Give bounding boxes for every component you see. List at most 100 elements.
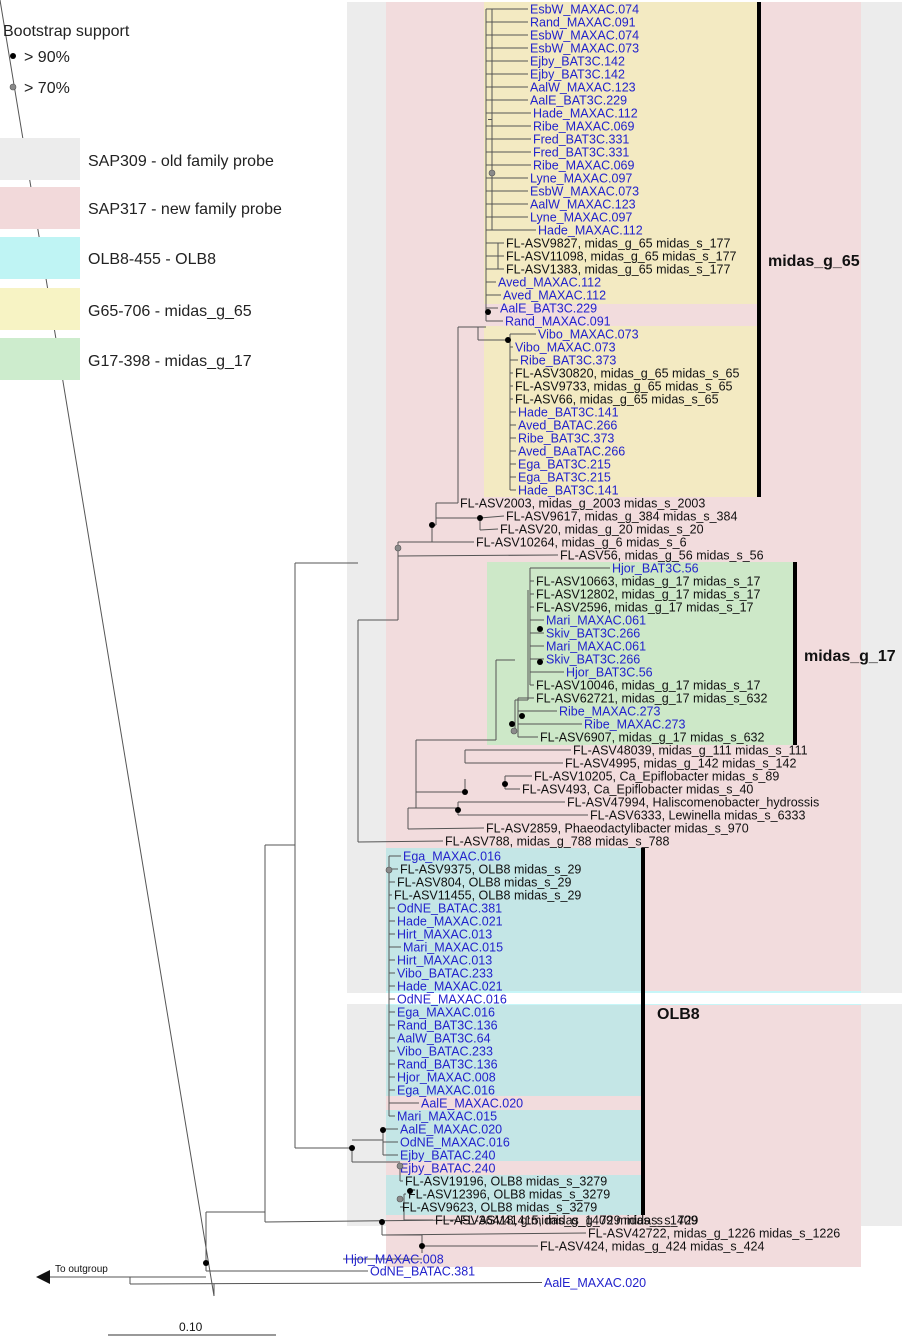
isolate-tip-label: Vibo_BATAC.233 [397, 967, 493, 981]
isolate-tip-label: Hjor_MAXAC.008 [397, 1071, 496, 1085]
isolate-tip-label: Hjor_BAT3C.56 [566, 666, 653, 680]
bootstrap-90-node [502, 781, 508, 787]
isolate-tip-label: Mari_MAXAC.015 [403, 941, 503, 955]
isolate-tip-label: AalW_BAT3C.64 [397, 1032, 491, 1046]
bootstrap-90-node [379, 1219, 385, 1225]
tree-branch [479, 528, 499, 531]
isolate-tip-label: Skiv_BAT3C.266 [546, 627, 640, 641]
legend-swatch-sap317 [0, 187, 80, 229]
isolate-tip-label: Mari_MAXAC.015 [397, 1110, 497, 1124]
isolate-tip-label: Skiv_BAT3C.266 [546, 653, 640, 667]
asv-tip-label: FL-ASV2003, midas_g_2003 midas_s_2003 [460, 497, 705, 511]
asv-tip-label: FL-ASV30820, midas_g_65 midas_s_65 [515, 367, 739, 381]
asv-tip-label: FL-ASV20, midas_g_20 midas_s_20 [500, 523, 704, 537]
bootstrap-90-node [519, 713, 525, 719]
isolate-tip-label: Ejby_BAT3C.142 [530, 55, 625, 69]
isolate-tip-label: AalE_BAT3C.229 [500, 302, 597, 316]
bootstrap-90-node [462, 789, 468, 795]
legend: Bootstrap support > 90% > 70% SAP309 - o… [0, 23, 282, 380]
bootstrap-90-node [203, 1260, 209, 1266]
bootstrap-70-node [396, 1195, 404, 1203]
legend-swatch-sap309 [0, 138, 80, 180]
isolate-tip-label: Ribe_MAXAC.069 [533, 120, 634, 134]
asv-tip-label: FL-ASV2596, midas_g_17 midas_s_17 [536, 601, 754, 615]
isolate-tip-label: Aved_BATAC.266 [518, 419, 617, 433]
bootstrap-90-node [349, 1145, 355, 1151]
bootstrap-90-node [505, 337, 511, 343]
tree-branches [0, 0, 610, 1297]
asv-tip-label: FL-ASV9827, midas_g_65 midas_s_177 [506, 237, 730, 251]
clade-label-g17: midas_g_17 [804, 648, 896, 665]
g65-band [484, 2, 759, 497]
isolate-tip-label: Ega_MAXAC.016 [397, 1006, 495, 1020]
isolate-tip-label: Ega_BAT3C.215 [518, 458, 611, 472]
isolate-tip-label: Ega_BAT3C.215 [518, 471, 611, 485]
isolate-tip-label: Rand_MAXAC.091 [505, 315, 611, 329]
bootstrap-70-node [510, 727, 518, 735]
asv-tip-label: FL-ASV788, midas_g_788 midas_s_788 [445, 835, 669, 849]
isolate-tip-label: Ribe_MAXAC.273 [584, 718, 685, 732]
tree-branch [407, 827, 485, 830]
isolate-tip-label: Hade_MAXAC.112 [538, 224, 643, 238]
tree-branch [479, 515, 505, 519]
asv-tip-label: FL-ASV6333, Lewinella midas_s_6333 [590, 809, 805, 823]
isolate-tip-label: AalE_MAXAC.020 [400, 1123, 502, 1137]
isolate-tip-label: Rand_BAT3C.136 [397, 1058, 498, 1072]
isolate-tip-label: Hade_BAT3C.141 [518, 406, 619, 420]
legend-label-sap317: SAP317 - new family probe [88, 201, 282, 218]
isolate-tip-label: Ega_MAXAC.016 [397, 1084, 495, 1098]
isolate-tip-label: Hjor_BAT3C.56 [612, 562, 699, 576]
legend-swatch-g17 [0, 338, 80, 380]
bootstrap-90-node [537, 626, 543, 632]
isolate-tip-label: Ribe_MAXAC.069 [533, 159, 634, 173]
scale-bar-label: 0.10 [179, 1320, 203, 1334]
olb8-gap-band-2 [386, 1161, 641, 1175]
isolate-tip-label: Ejby_BATAC.240 [400, 1149, 495, 1163]
isolate-tip-label: AalE_MAXAC.020 [421, 1097, 523, 1111]
isolate-tip-label: EsbW_MAXAC.073 [530, 185, 639, 199]
isolate-tip-label: Hade_MAXAC.021 [397, 915, 503, 929]
tree-branch [357, 840, 444, 843]
isolate-tip-label: Hade_BAT3C.141 [518, 484, 619, 498]
asv-tip-label: FL-ASV9733, midas_g_65 midas_s_65 [515, 380, 733, 394]
legend-swatch-olb8 [0, 237, 80, 279]
bootstrap-70-node [394, 544, 402, 552]
outgroup-arrow-icon [36, 1270, 50, 1284]
lower-white-gap [347, 993, 902, 1004]
isolate-tip-label: Ejby_BATAC.240 [400, 1162, 495, 1176]
asv-tip-label: FL-ASV11098, midas_g_65 midas_s_177 [506, 250, 737, 264]
bootstrap-90-node [537, 659, 543, 665]
asv-tip-label: FL-ASV42722, midas_g_1226 midas_s_1226 [588, 1227, 840, 1241]
g65-gap-band [484, 304, 759, 326]
bootstrap-90-node [380, 1127, 386, 1133]
asv-tip-label: FL-ASV4995, midas_g_142 midas_s_142 [565, 757, 796, 771]
bootstrap-70-node [385, 866, 393, 874]
asv-tip-label: FL-ASV6907, midas_g_17 midas_s_632 [540, 731, 764, 745]
olb8-band [386, 848, 641, 1215]
bootstrap-90-node [419, 1243, 425, 1249]
isolate-tip-label: Ribe_BAT3C.373 [518, 432, 614, 446]
tree-branch [129, 1282, 543, 1285]
isolate-tip-label: Aved_MAXAC.112 [503, 289, 606, 303]
asv-tip-label: FL-ASV19196, OLB8 midas_s_3279 [405, 1175, 607, 1189]
isolate-tip-label: Ejby_BAT3C.142 [530, 68, 625, 82]
tree-branch [397, 554, 559, 557]
isolate-tip-label: Hade_MAXAC.112 [533, 107, 638, 121]
asv-tip-label: FL-ASV41415, midas_g_729 midas_s_729 [460, 1214, 698, 1228]
asv-tip-label: FL-ASV12802, midas_g_17 midas_s_17 [536, 588, 760, 602]
isolate-tip-label: OdNE_BATAC.381 [370, 1265, 475, 1279]
g17-band [487, 562, 795, 745]
isolate-tip-label: Lyne_MAXAC.097 [530, 211, 632, 225]
bootstrap-90-node [455, 807, 461, 813]
isolate-tip-label: AalE_MAXAC.020 [544, 1276, 646, 1290]
isolate-tip-label: Ribe_BAT3C.373 [520, 354, 616, 368]
tree-branch [264, 1219, 459, 1223]
bootstrap-70-node [396, 1162, 404, 1170]
asv-tip-label: FL-ASV1383, midas_g_65 midas_s_177 [506, 263, 730, 277]
bootstrap-90-label: > 90% [24, 49, 70, 66]
isolate-tip-label: Hirt_MAXAC.013 [397, 954, 492, 968]
isolate-tip-label: Aved_MAXAC.112 [498, 276, 601, 290]
asv-tip-label: FL-ASV10264, midas_g_6 midas_s_6 [476, 536, 687, 550]
bootstrap-70-marker [9, 83, 17, 91]
isolate-tip-label: Hade_MAXAC.021 [397, 980, 503, 994]
